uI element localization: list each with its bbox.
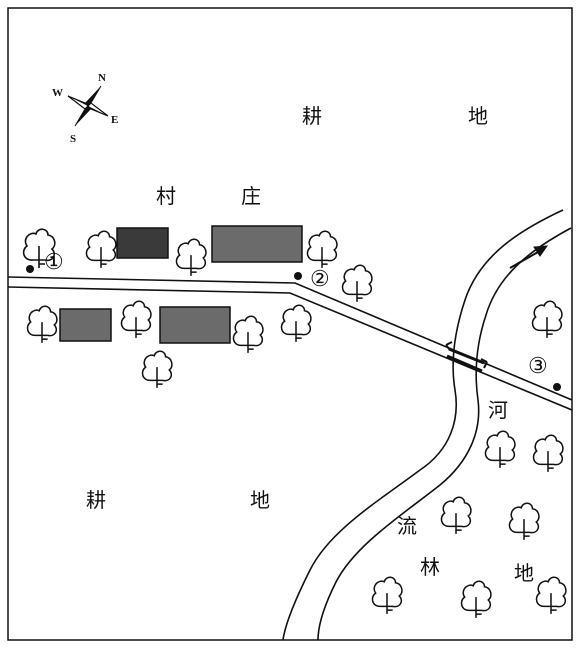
tree-icon <box>460 580 492 619</box>
site-marker-icon <box>26 265 34 273</box>
tree-icon <box>85 230 117 269</box>
tree-icon <box>508 502 540 541</box>
bridge <box>445 341 488 373</box>
river-label-1: 河 <box>488 398 508 422</box>
tree-icon <box>531 300 563 339</box>
compass-east-label: E <box>111 114 119 126</box>
tree-icon <box>120 300 152 339</box>
river-flow-arrow-icon <box>509 245 549 269</box>
farmland-bottom-label-1: 耕 <box>86 488 106 512</box>
compass-north-label: N <box>98 72 106 84</box>
tree-icon <box>175 238 207 277</box>
tree-icon <box>535 576 567 615</box>
tree-icon <box>26 305 58 344</box>
site-3-label: ③ <box>528 354 548 379</box>
tree-icon <box>532 434 564 473</box>
farmland-top-label-2: 地 <box>468 104 488 128</box>
tree-icon <box>306 230 338 269</box>
site-marker-icon <box>294 272 302 280</box>
compass-west-label: W <box>52 87 63 99</box>
tree-icon <box>440 496 472 535</box>
tree-icon <box>280 304 312 343</box>
farmland-bottom-label-2: 地 <box>250 488 270 512</box>
farmland-top-label-1: 耕 <box>302 104 322 128</box>
compass-south-label: S <box>70 133 77 145</box>
site-marker-icon <box>553 383 561 391</box>
tree-icon <box>232 315 264 354</box>
building-icon <box>116 227 169 259</box>
site-2-label: ② <box>310 267 330 292</box>
tree-icon <box>484 430 516 469</box>
site-1-label: ① <box>44 250 64 275</box>
village-label-2: 庄 <box>241 184 261 208</box>
tree-icon <box>371 576 403 615</box>
tree-icon <box>141 350 173 389</box>
compass-icon <box>67 85 109 127</box>
tree-icon <box>341 264 373 303</box>
forest-label-1: 林 <box>420 555 440 579</box>
road <box>7 276 573 411</box>
river <box>282 209 572 641</box>
building-icon <box>211 225 303 263</box>
map-border <box>7 7 573 641</box>
village-label-1: 村 <box>156 184 176 208</box>
building-icon <box>159 306 231 344</box>
river-label-2: 流 <box>397 514 417 538</box>
forest-label-2: 地 <box>514 561 534 585</box>
building-icon <box>59 308 112 342</box>
